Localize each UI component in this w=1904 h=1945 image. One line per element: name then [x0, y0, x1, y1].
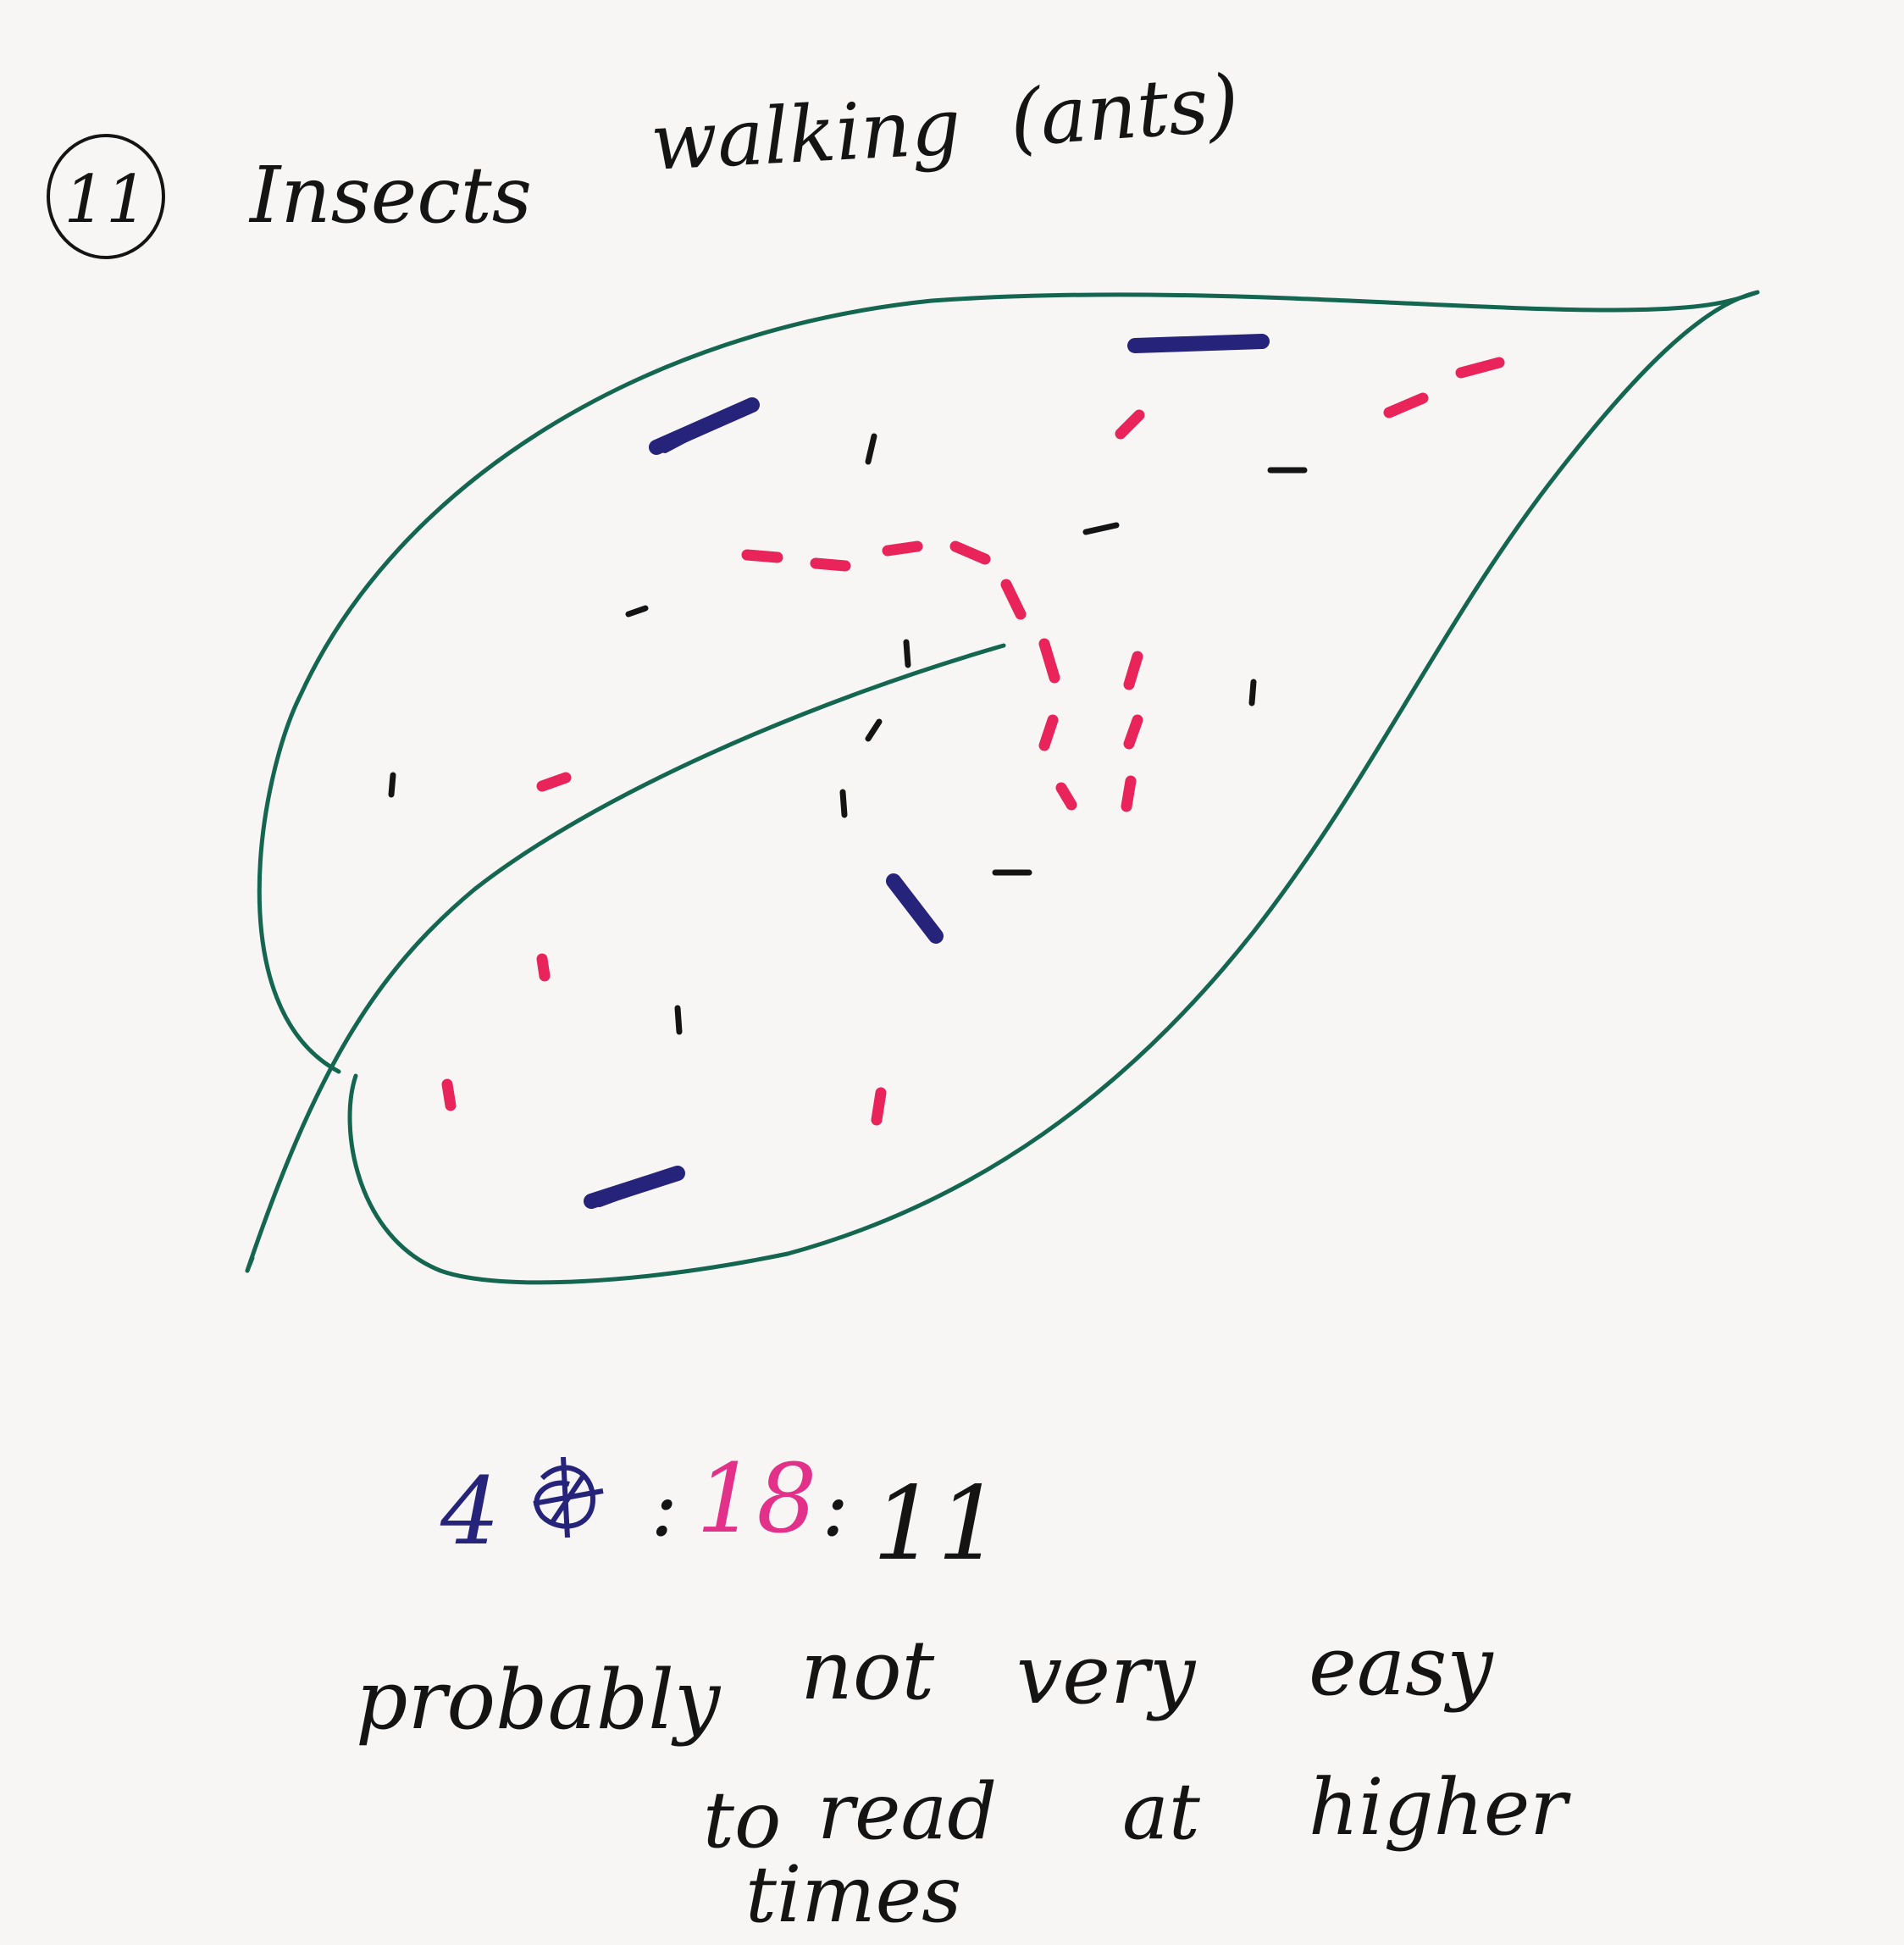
ant-black-3: [1082, 522, 1120, 535]
leaf-stem-tip: [245, 1255, 255, 1273]
ant-black-8: [388, 772, 396, 798]
ant-blue-1: [1127, 334, 1270, 353]
caption-word-read: read: [817, 1766, 997, 1857]
caption-word-not: not: [800, 1623, 935, 1718]
caption-word-to: to: [703, 1775, 781, 1865]
ant-red-10: [1123, 651, 1143, 690]
ant-black-4: [625, 605, 649, 618]
title-word-insects: Insects: [248, 150, 532, 241]
ant-blue-4-body: [595, 1176, 665, 1207]
ant-red-1: [1383, 392, 1429, 418]
ant-blue-3: [886, 873, 944, 944]
caption-word-at: at: [1122, 1766, 1201, 1857]
ratio-black-count: 11: [872, 1466, 1002, 1583]
ant-red-15: [536, 772, 572, 792]
ant-red-13: [1055, 782, 1077, 811]
ant-red-18: [441, 1078, 457, 1111]
ant-black-1: [865, 433, 877, 465]
title-note-ants: (ants): [1007, 58, 1242, 164]
scribble-mark: [533, 1456, 604, 1538]
ant-black-9: [839, 789, 848, 818]
ant-black-6: [1248, 679, 1257, 707]
ant-red-12: [1123, 714, 1143, 750]
caption-word-easy: easy: [1309, 1619, 1494, 1714]
ant-red-11: [1038, 714, 1059, 751]
caption-word-higher: higher: [1309, 1762, 1571, 1853]
ratio-separator-1: :: [650, 1460, 678, 1554]
ant-black-5: [903, 639, 911, 668]
ant-red-2: [1455, 357, 1505, 379]
ants: [388, 334, 1505, 1209]
ant-blue-2-body: [661, 407, 739, 453]
caption-word-very: very: [1016, 1627, 1197, 1722]
ant-red-9: [1038, 638, 1060, 684]
ant-red-16: [536, 953, 551, 982]
ant-red-4: [741, 549, 783, 563]
ant-red-7: [949, 540, 991, 565]
item-number-circle: [47, 134, 165, 259]
leaf: [245, 290, 1760, 1285]
ratio-separator-2: :: [822, 1460, 849, 1554]
ant-red-8: [1000, 579, 1027, 620]
ratio-blue-count: 4: [440, 1457, 500, 1565]
item-number: 11: [64, 162, 147, 238]
ratio: 4 : 18 : 11: [440, 1444, 1002, 1583]
ant-red-17: [871, 1087, 887, 1126]
leaf-outline: [257, 290, 1760, 1285]
ratio-red-count: 18: [696, 1444, 817, 1554]
ant-black-11: [674, 1005, 683, 1035]
caption: probably not very easy to read at higher…: [356, 1619, 1571, 1940]
title-word-walking: walking: [649, 81, 963, 188]
caption-word-probably: probably: [356, 1653, 722, 1748]
caption-word-times: times: [745, 1849, 961, 1940]
ant-red-6: [882, 540, 923, 557]
ant-black-7: [865, 718, 883, 742]
ant-red-5: [810, 557, 851, 572]
header: 11 Insects walking (ants): [47, 58, 1242, 259]
leaf-midrib: [245, 643, 1006, 1273]
ant-red-3: [1115, 409, 1145, 440]
ant-red-14: [1121, 775, 1137, 812]
